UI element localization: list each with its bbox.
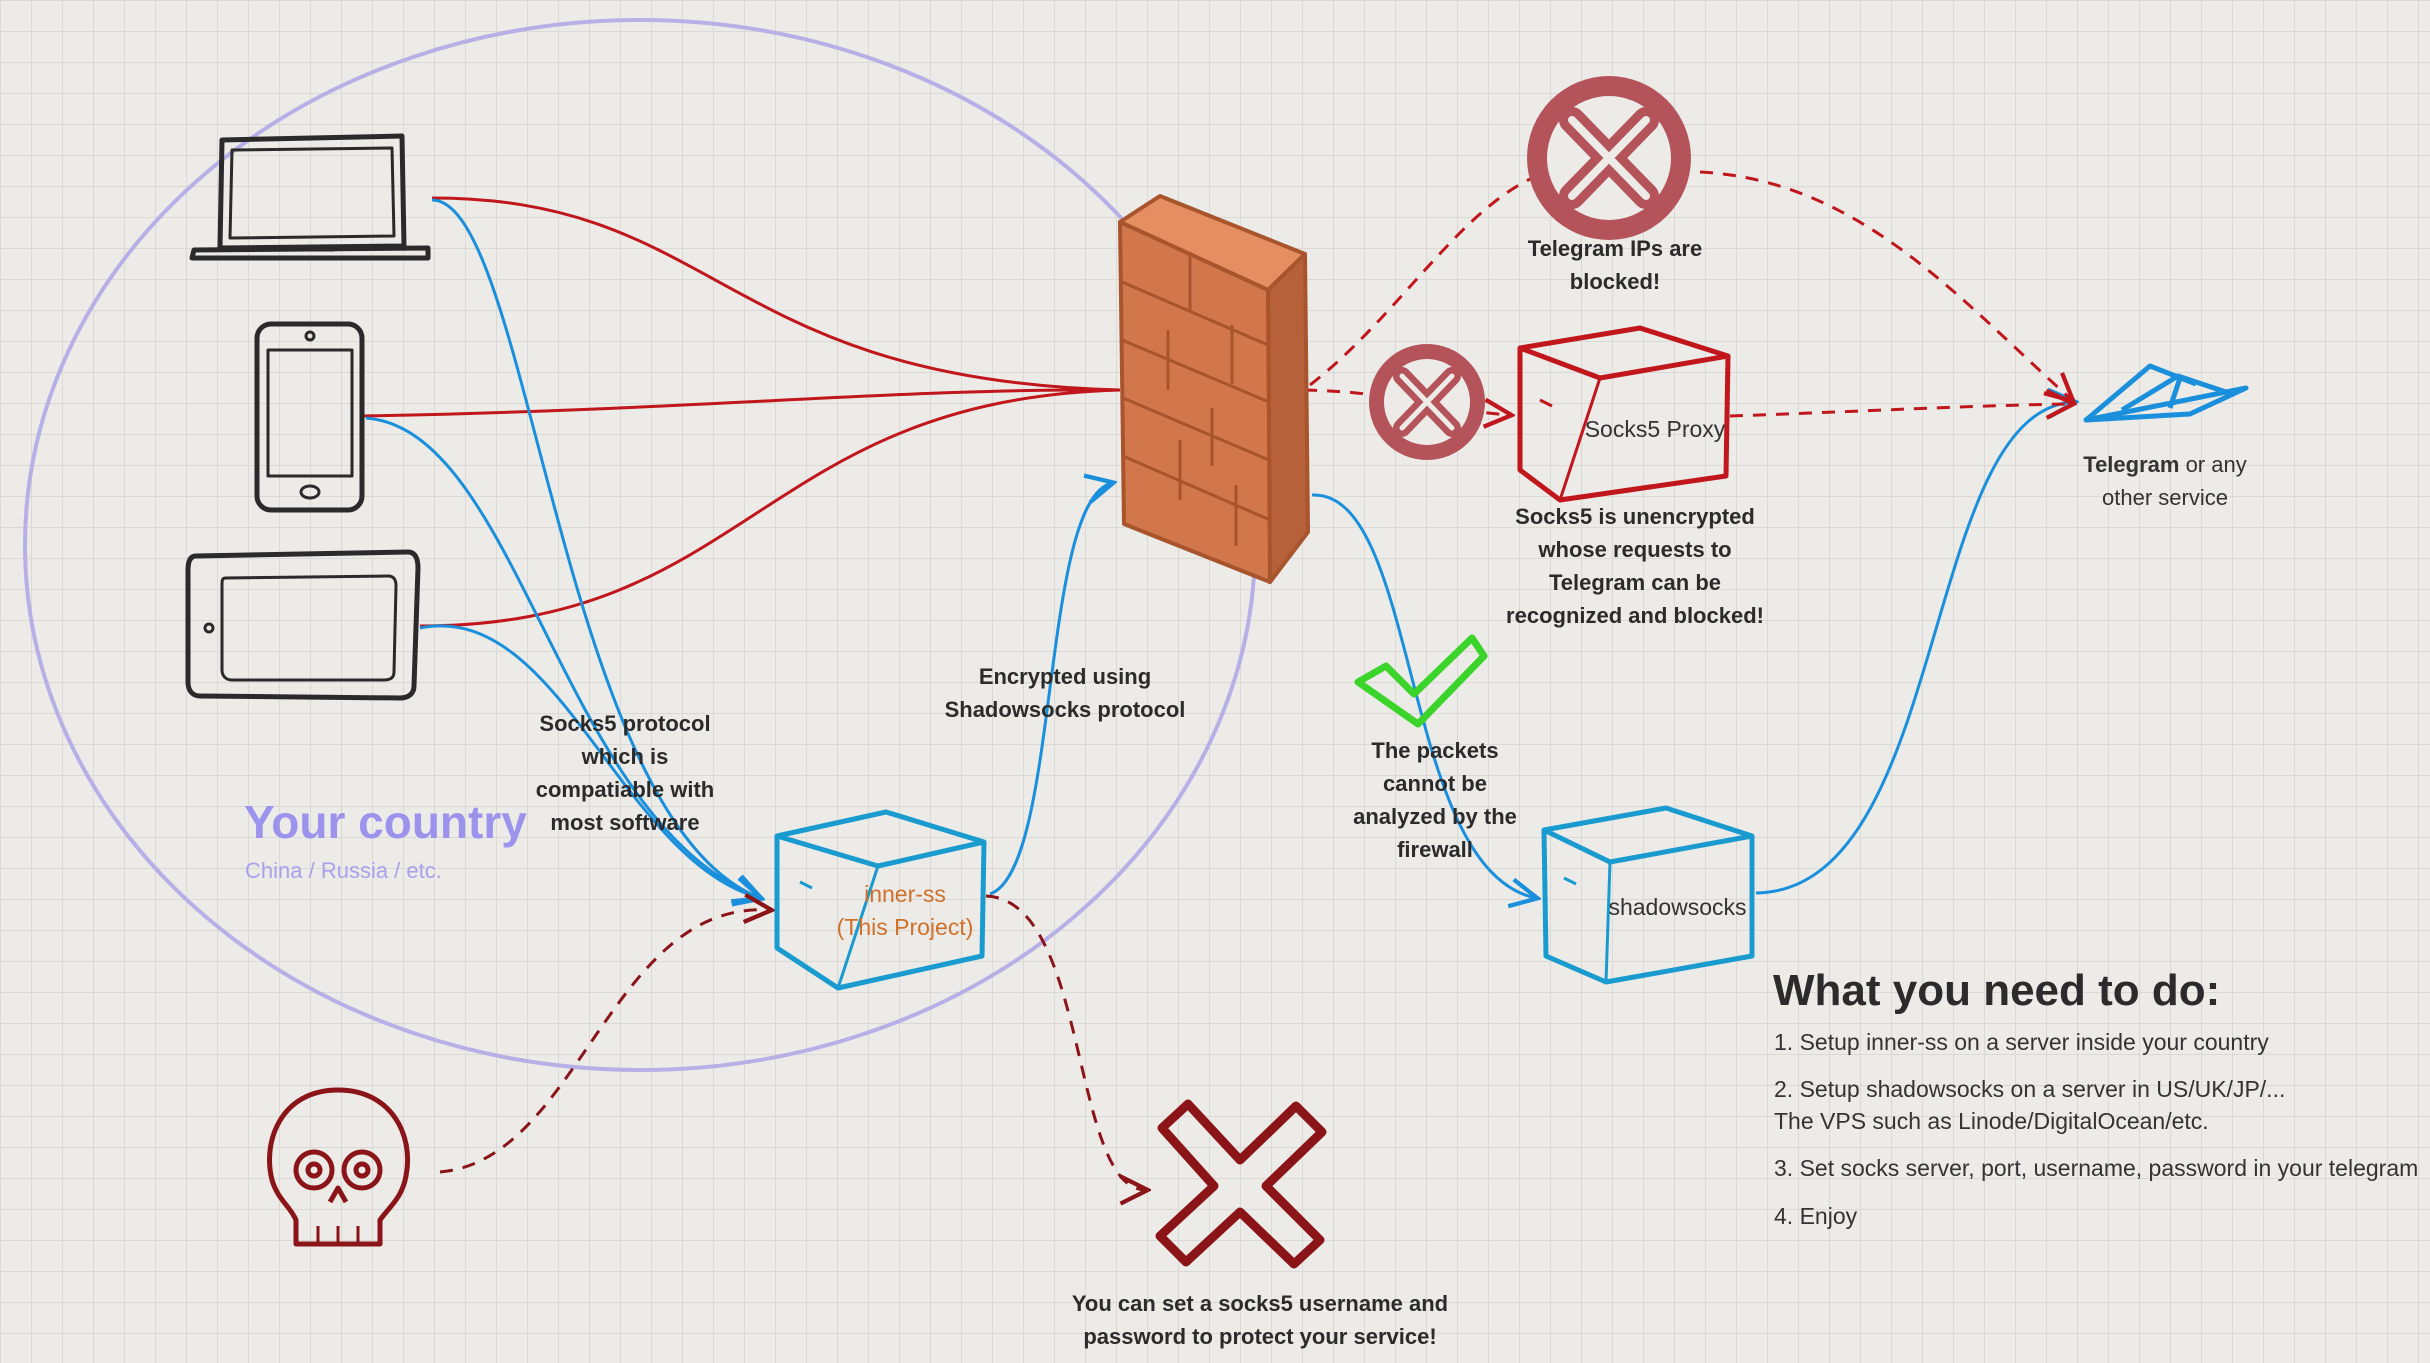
country-region [23, 18, 1257, 1072]
box-icon [774, 809, 987, 991]
label-line: inner-ss [864, 881, 946, 907]
box-icon [1517, 325, 1731, 503]
service-name: Telegram [2083, 452, 2180, 477]
checkmark-icon [1354, 634, 1488, 728]
label-line: Socks5 is unencrypted [1515, 504, 1755, 529]
tablet-icon [185, 549, 421, 701]
socks5-unencrypted-label: Socks5 is unencrypted whose requests to … [1465, 500, 1805, 632]
shadowsocks-label: shadowsocks [1608, 894, 1747, 920]
label-line: Shadowsocks protocol [944, 697, 1186, 722]
inner-ss-label: inner-ss (This Project) [820, 878, 990, 944]
blocked-icon [1369, 344, 1485, 460]
region-title: Your country [244, 796, 527, 848]
firewall-icon [1118, 194, 1310, 584]
todo-step: 3. Set socks server, port, username, pas… [1774, 1155, 2419, 1181]
telegram-blocked-label: Telegram IPs are blocked! [1490, 232, 1740, 298]
blocked-icon [1527, 76, 1691, 240]
label-line: whose requests to [1538, 537, 1732, 562]
label-line: recognized and blocked! [1506, 603, 1764, 628]
socks5-proxy-label: Socks5 Proxy [1584, 416, 1726, 442]
label-line: (This Project) [836, 914, 974, 940]
label-line: Encrypted using [978, 664, 1152, 689]
label-line: most software [550, 810, 700, 835]
skull-icon [267, 1087, 411, 1247]
label-line: analyzed by the [1353, 804, 1517, 829]
paper-plane-icon [2083, 363, 2249, 423]
region-subtitle: China / Russia / etc. [245, 858, 442, 883]
label-line: Telegram IPs are [1527, 236, 1703, 261]
laptop-icon [189, 133, 431, 261]
label-line: firewall [1397, 837, 1473, 862]
protect-label: You can set a socks5 username and passwo… [1040, 1287, 1480, 1353]
todo-title: What you need to do: [1773, 966, 2221, 1015]
encrypted-label: Encrypted using Shadowsocks protocol [925, 660, 1205, 726]
todo-step: The VPS such as Linode/DigitalOcean/etc. [1774, 1108, 2209, 1134]
label-line: password to protect your service! [1083, 1324, 1437, 1349]
label-line: other service [2102, 485, 2228, 510]
label-line: blocked! [1569, 269, 1661, 294]
todo-step: 1. Setup inner-ss on a server inside you… [1774, 1029, 2269, 1055]
label-line: Telegram or any [2060, 448, 2270, 481]
service-suffix: or any [2179, 452, 2247, 477]
label-line: compatiable with [535, 777, 715, 802]
label-line: cannot be [1383, 771, 1487, 796]
box-icon [1541, 805, 1755, 985]
cross-icon [1155, 1099, 1327, 1269]
packets-label: The packets cannot be analyzed by the fi… [1330, 734, 1540, 866]
label-line: The packets [1371, 738, 1499, 763]
attack-paths [439, 896, 1146, 1190]
todo-step: 4. Enjoy [1774, 1203, 1858, 1229]
socks5-connections [365, 198, 2074, 898]
direct-connections [363, 196, 1121, 628]
label-line: You can set a socks5 username and [1071, 1291, 1449, 1316]
phone-icon [254, 321, 365, 513]
label-line: Socks5 protocol [539, 711, 711, 736]
label-line: Telegram can be [1549, 570, 1721, 595]
service-label: Telegram or any other service [2060, 448, 2270, 514]
socks5-protocol-label: Socks5 protocol which is compatiable wit… [500, 707, 750, 839]
label-line: which is [581, 744, 669, 769]
todo-step: 2. Setup shadowsocks on a server in US/U… [1774, 1076, 2286, 1102]
